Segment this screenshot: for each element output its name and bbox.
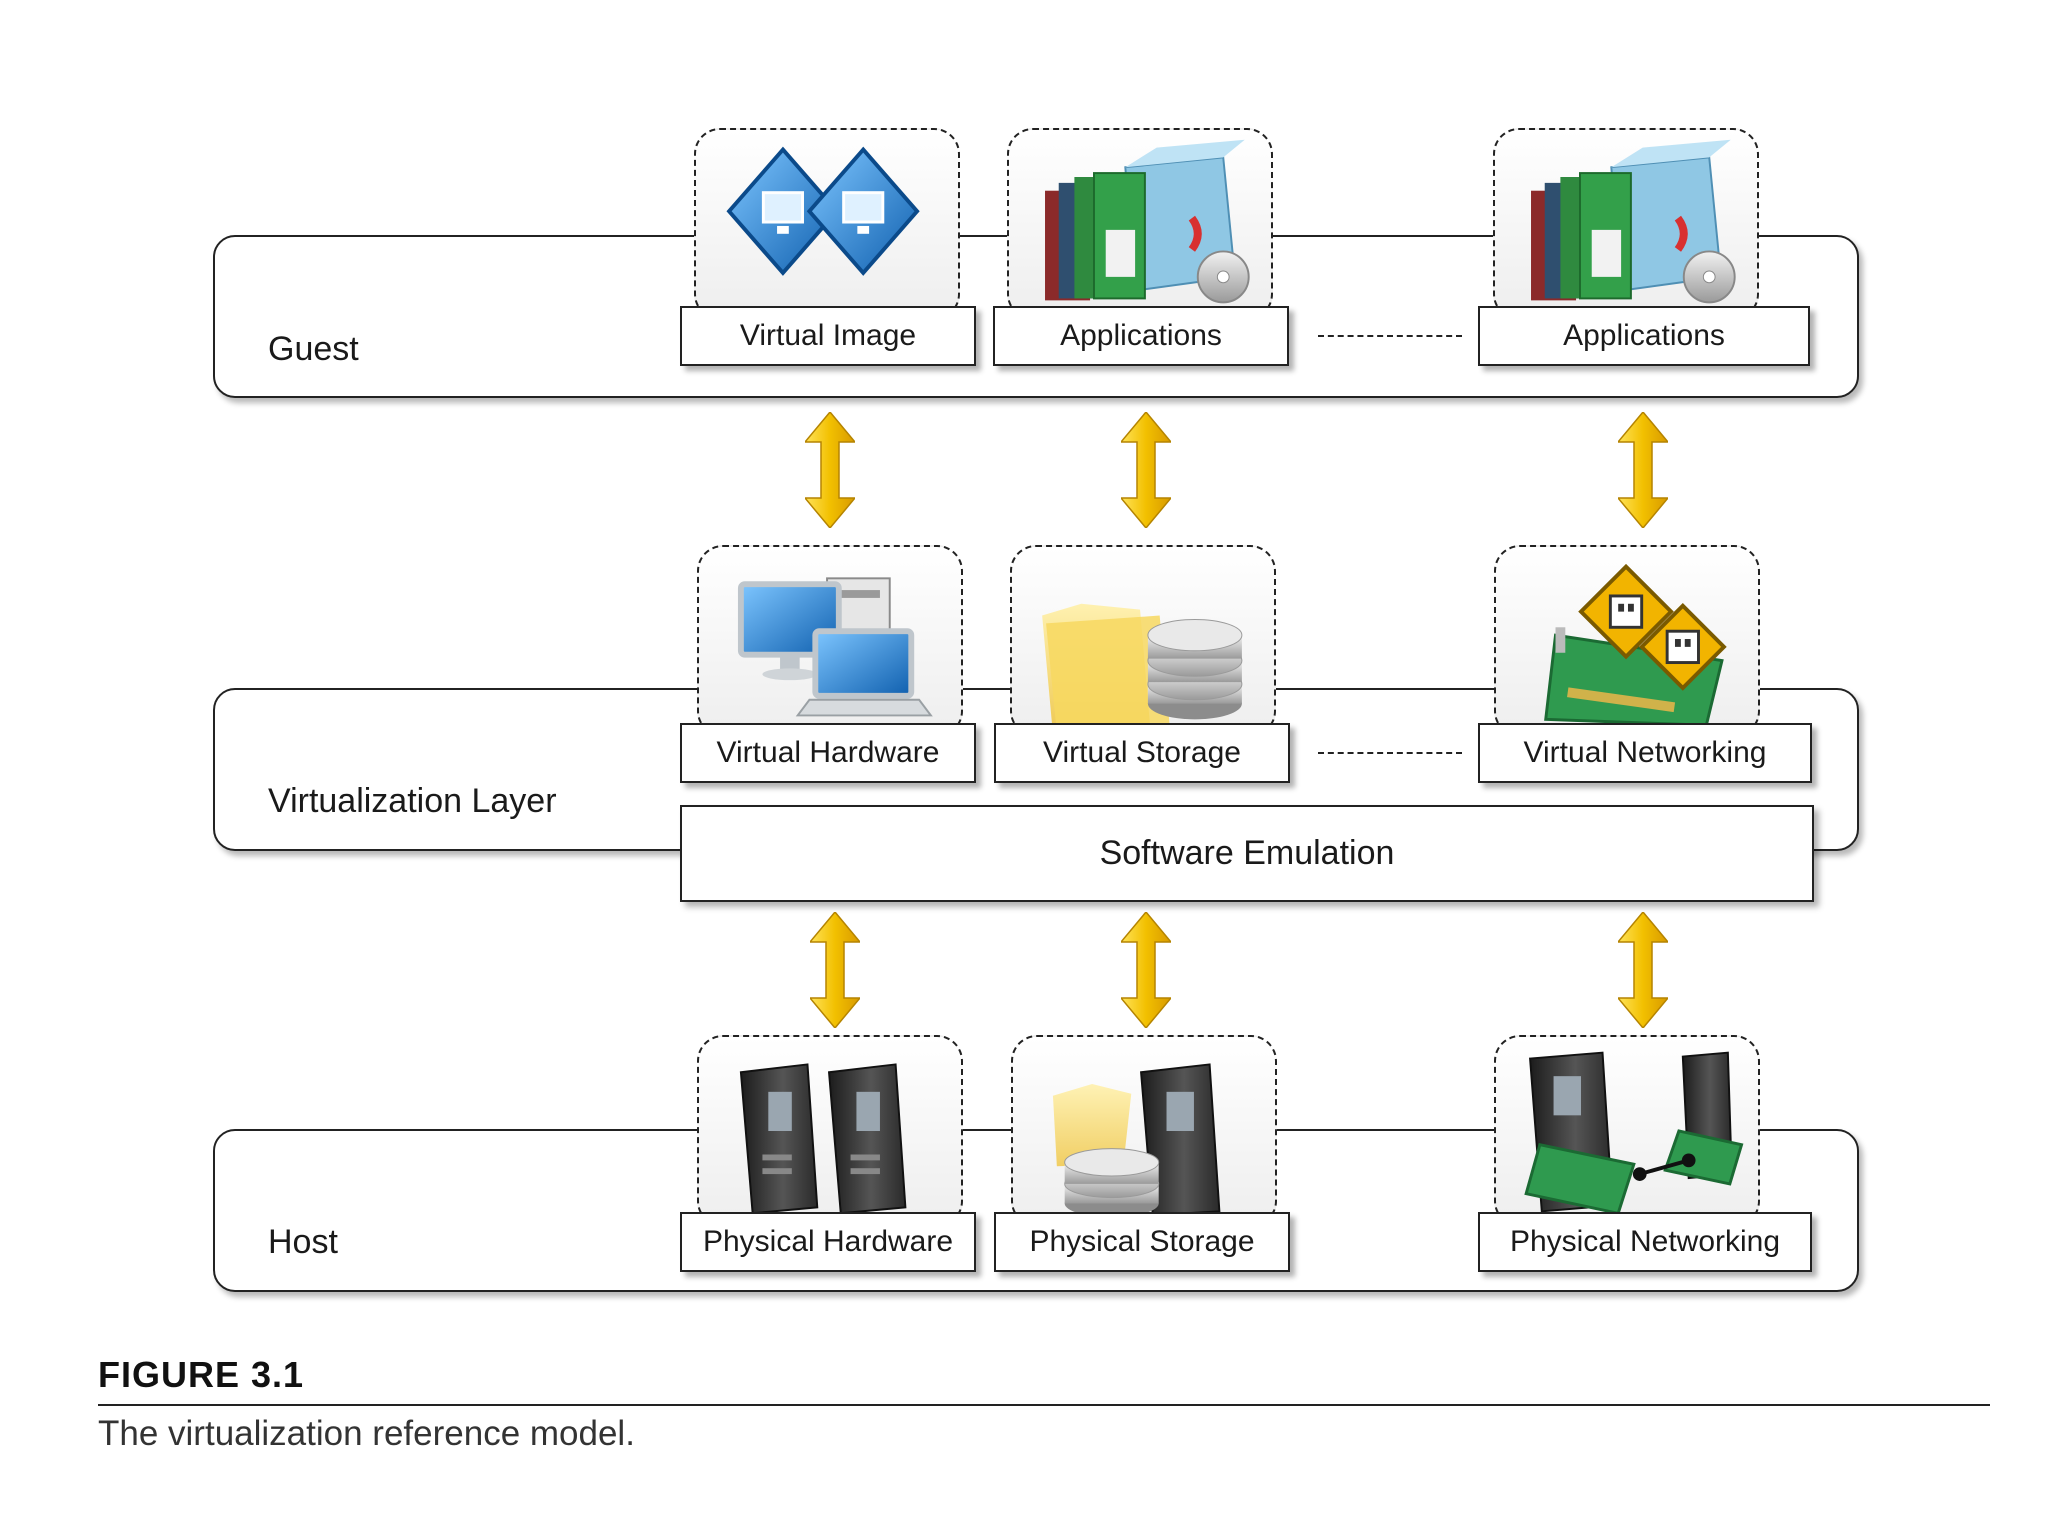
virtual-storage-tile xyxy=(1010,545,1276,737)
virtual-image-icon xyxy=(726,146,920,276)
physical-networking-label: Physical Networking xyxy=(1478,1212,1812,1272)
applications-tile-1 xyxy=(1007,128,1273,320)
physical-hardware-icon xyxy=(739,1063,907,1215)
figure-caption: The virtualization reference model. xyxy=(98,1414,635,1453)
virtual-hardware-icon xyxy=(737,577,933,717)
virtual-image-tile xyxy=(694,128,960,320)
caption-divider xyxy=(98,1404,1990,1406)
bidirectional-arrow-icon xyxy=(1618,412,1668,528)
physical-hardware-tile xyxy=(697,1035,963,1227)
bidirectional-arrow-icon xyxy=(1121,912,1171,1028)
bidirectional-arrow-icon xyxy=(1618,912,1668,1028)
physical-networking-icon xyxy=(1524,1051,1744,1215)
virtual-networking-label: Virtual Networking xyxy=(1478,723,1812,783)
physical-storage-label: Physical Storage xyxy=(994,1212,1290,1272)
physical-storage-icon xyxy=(1052,1063,1221,1218)
figure-number: FIGURE 3.1 xyxy=(98,1354,305,1395)
virtual-storage-icon xyxy=(1042,603,1243,724)
virtual-hardware-label: Virtual Hardware xyxy=(680,723,976,783)
bidirectional-arrow-icon xyxy=(805,412,855,528)
applications-label-2: Applications xyxy=(1478,306,1810,366)
bidirectional-arrow-icon xyxy=(1121,412,1171,528)
physical-networking-tile xyxy=(1494,1035,1760,1227)
continuation-dots xyxy=(1318,752,1462,754)
applications-tile-2 xyxy=(1493,128,1759,320)
physical-storage-tile xyxy=(1011,1035,1277,1227)
virtual-storage-label: Virtual Storage xyxy=(994,723,1290,783)
physical-hardware-label: Physical Hardware xyxy=(680,1212,976,1272)
continuation-dots xyxy=(1318,335,1462,337)
virtual-image-label: Virtual Image xyxy=(680,306,976,366)
applications-label-1: Applications xyxy=(993,306,1289,366)
virtual-hardware-tile xyxy=(697,545,963,737)
virtual-networking-tile xyxy=(1494,545,1760,737)
virtualization-layer-label: Virtualization Layer xyxy=(268,782,557,820)
software-emulation-box: Software Emulation xyxy=(680,805,1814,902)
applications-icon xyxy=(1045,139,1250,304)
guest-label: Guest xyxy=(268,330,359,368)
bidirectional-arrow-icon xyxy=(810,912,860,1028)
host-label: Host xyxy=(268,1223,338,1261)
virtual-networking-icon xyxy=(1544,563,1727,727)
applications-icon xyxy=(1531,139,1736,304)
